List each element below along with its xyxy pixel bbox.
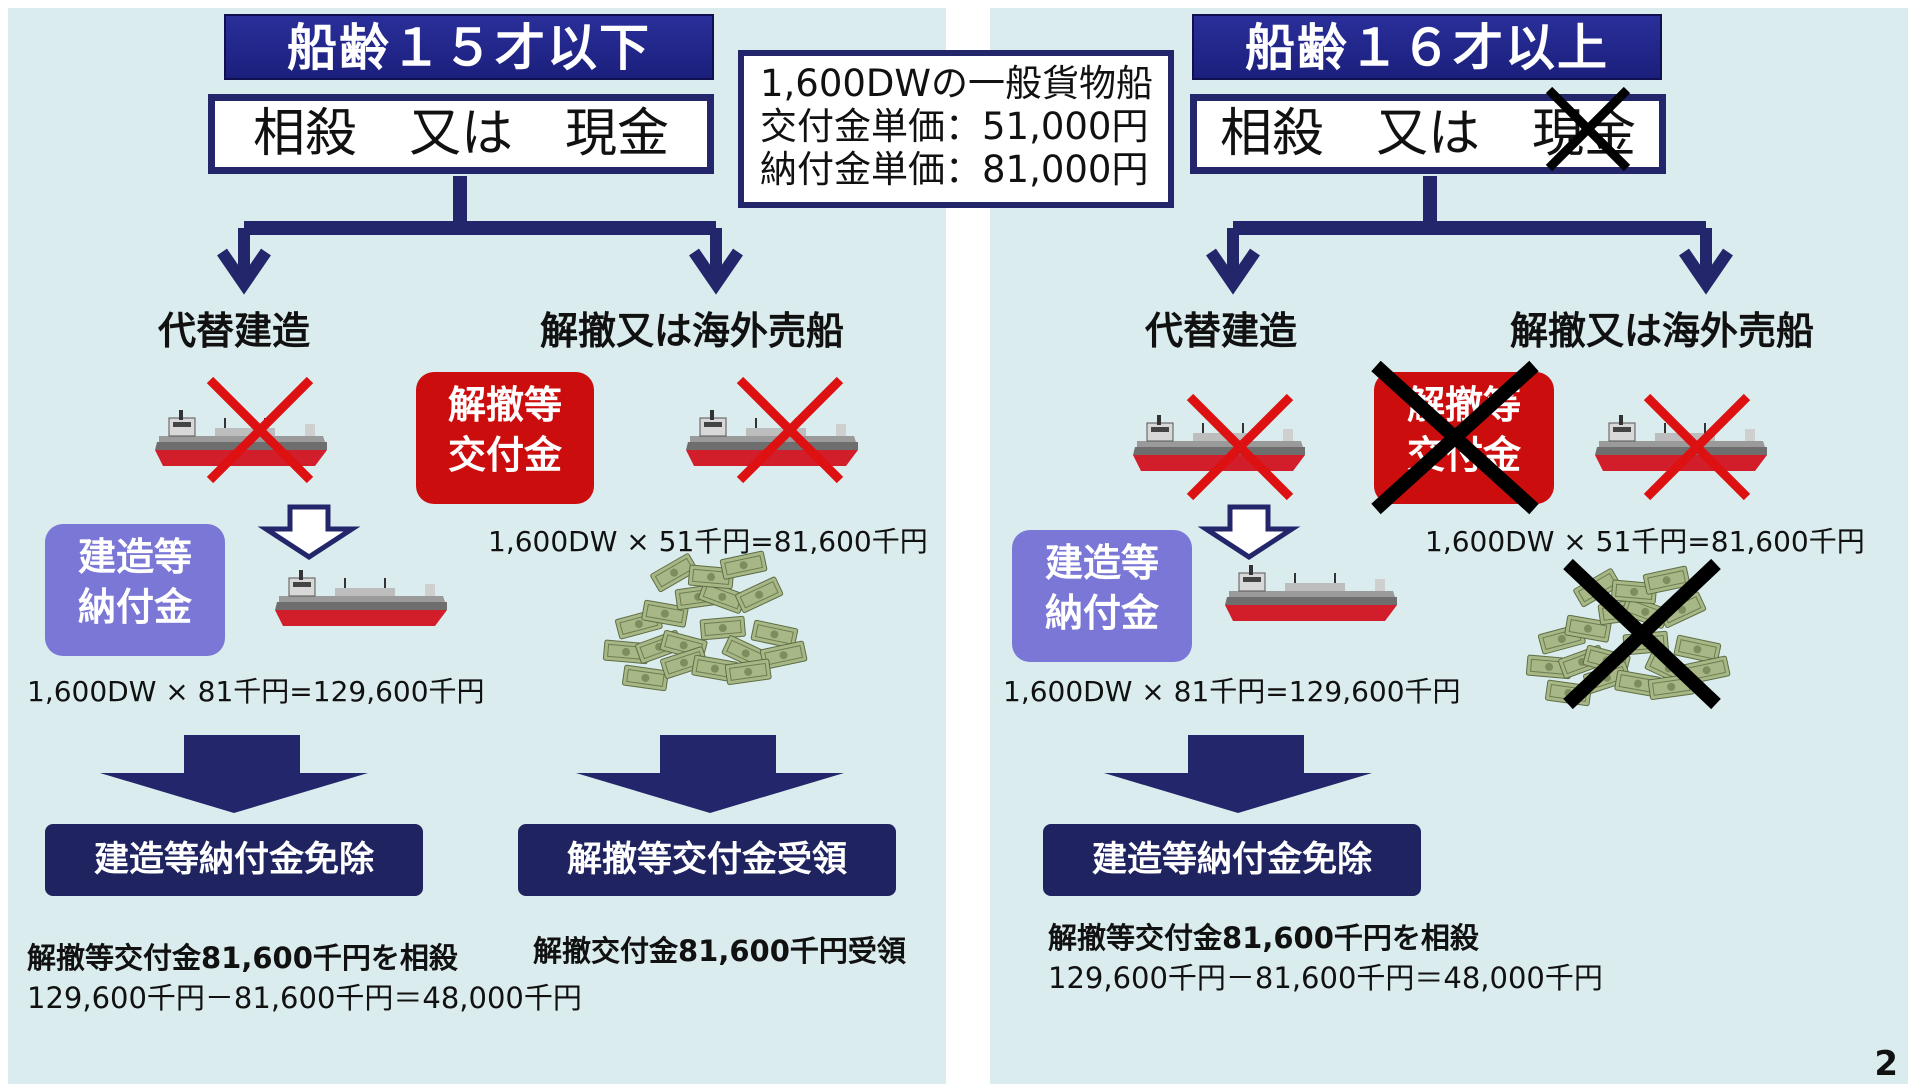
down-arrow-icon bbox=[100, 735, 368, 813]
cross-icon bbox=[736, 376, 844, 484]
left-badge-build-levy: 建造等 納付金 bbox=[45, 524, 225, 656]
ship-icon bbox=[274, 569, 448, 627]
cross-icon bbox=[1371, 360, 1539, 515]
left-result-levy-exempt: 建造等納付金免除 bbox=[45, 824, 423, 896]
right-scrap-formula: 1,600DW × 51千円=81,600千円 bbox=[1425, 525, 1865, 558]
left-note-offset: 解撤等交付金81,600千円を相殺 bbox=[27, 941, 458, 975]
right-branch-replacement-build: 代替建造 bbox=[1145, 309, 1298, 353]
cross-icon bbox=[206, 376, 314, 484]
right-branch-connector bbox=[1206, 176, 1733, 295]
left-note-grant: 解撤交付金81,600千円受領 bbox=[533, 934, 906, 968]
left-options-box: 相殺 又は 現金 bbox=[208, 94, 714, 174]
left-build-formula: 1,600DW × 81千円=129,600千円 bbox=[27, 675, 485, 708]
levy-unit-price: 納付金単価：81,000円 bbox=[760, 148, 1149, 191]
chevron-down-icon bbox=[1206, 248, 1260, 295]
vessel-info-box: 1,600DWの一般貨物船 交付金単価：51,000円 納付金単価：81,000… bbox=[738, 50, 1174, 208]
left-branch-scrap-or-sale: 解撤又は海外売船 bbox=[540, 309, 845, 353]
grant-unit-price: 交付金単価：51,000円 bbox=[760, 105, 1149, 148]
cross-icon bbox=[1563, 558, 1721, 710]
chevron-down-icon bbox=[1679, 248, 1733, 295]
cross-icon bbox=[1186, 393, 1294, 501]
down-arrow-icon bbox=[1197, 504, 1301, 560]
left-note-calculation: 129,600千円－81,600千円＝48,000千円 bbox=[27, 981, 582, 1015]
right-note-offset: 解撤等交付金81,600千円を相殺 bbox=[1048, 921, 1479, 955]
page-number: 2 bbox=[1874, 1044, 1898, 1084]
left-scrap-formula: 1,600DW × 51千円=81,600千円 bbox=[488, 525, 928, 558]
ship-icon bbox=[1224, 564, 1398, 622]
chevron-down-icon bbox=[217, 248, 271, 295]
down-arrow-icon bbox=[1104, 735, 1372, 813]
chevron-down-icon bbox=[689, 248, 743, 295]
left-branch-replacement-build: 代替建造 bbox=[158, 309, 311, 353]
left-badge-scrap-grant: 解撤等 交付金 bbox=[416, 372, 594, 504]
cross-icon bbox=[1643, 393, 1751, 501]
right-note-calculation: 129,600千円－81,600千円＝48,000千円 bbox=[1048, 961, 1603, 995]
right-result-levy-exempt: 建造等納付金免除 bbox=[1043, 824, 1421, 896]
left-branch-connector bbox=[217, 176, 743, 295]
vessel-type: 1,600DWの一般貨物船 bbox=[760, 62, 1153, 105]
right-branch-scrap-or-sale: 解撤又は海外売船 bbox=[1510, 309, 1815, 353]
down-arrow-icon bbox=[576, 735, 844, 813]
right-badge-build-levy: 建造等 納付金 bbox=[1012, 530, 1192, 662]
right-build-formula: 1,600DW × 81千円=129,600千円 bbox=[1003, 675, 1461, 708]
left-result-grant-received: 解撤等交付金受領 bbox=[518, 824, 896, 896]
left-title-banner: 船齢１５才以下 bbox=[224, 14, 714, 80]
right-title-banner: 船齢１６才以上 bbox=[1192, 14, 1662, 80]
down-arrow-icon bbox=[257, 504, 361, 560]
cross-icon bbox=[1545, 86, 1631, 172]
money-icon bbox=[605, 560, 835, 700]
